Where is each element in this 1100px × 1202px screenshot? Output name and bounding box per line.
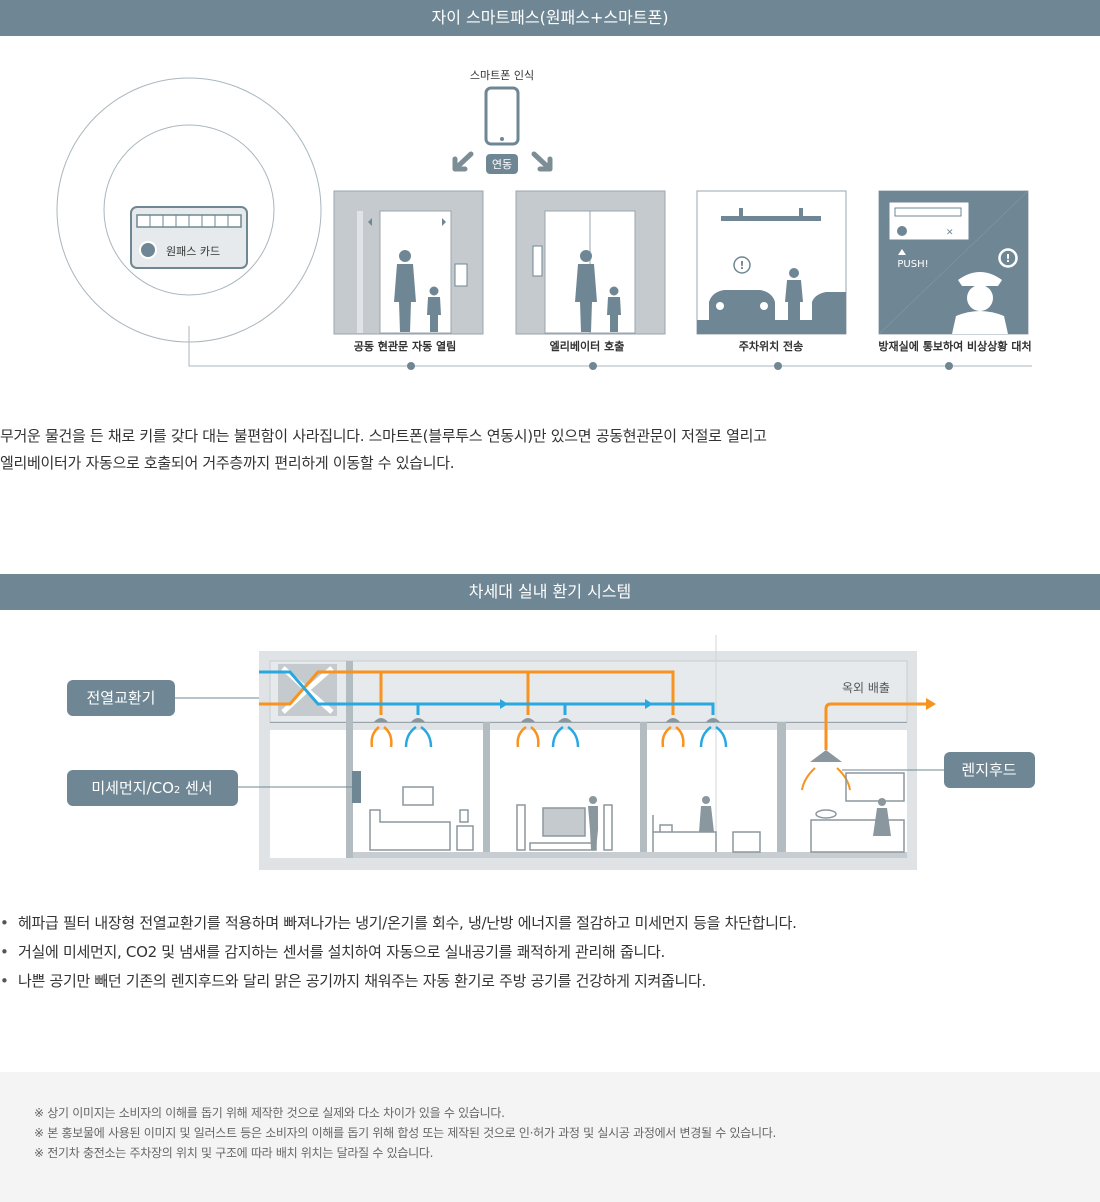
dancing-person-icon <box>588 796 598 850</box>
svg-text:전열교환기: 전열교환기 <box>86 689 155 707</box>
range-hood-label: 렌지후드 <box>944 752 1035 788</box>
svg-text:!: ! <box>1005 252 1010 265</box>
entrance-door-panel <box>333 190 484 335</box>
building-cross-section <box>259 635 917 870</box>
sensor-label: 미세먼지/CO2 센서 <box>67 770 238 806</box>
step-dot-3 <box>774 362 782 370</box>
woman-cooking-icon <box>873 798 891 836</box>
person-stretching-icon <box>699 796 714 832</box>
disclaimer-notes: ※ 상기 이미지는 소비자의 이해를 돕기 위해 제작한 것으로 실제와 다소 … <box>0 1072 1100 1202</box>
air-diffusers <box>374 718 720 722</box>
push-label: PUSH! <box>897 259 928 270</box>
smartphone-icon <box>484 86 520 146</box>
onepass-card-icon <box>130 206 248 269</box>
ventilation-features-list: 헤파급 필터 내장형 전열교환기를 적용하며 빠져나가는 냉기/온기를 회수, … <box>0 909 1100 996</box>
range-hood-icon <box>810 750 842 762</box>
security-panel: ✕ ! <box>878 190 1029 335</box>
description-line-1: 무거운 물건을 든 채로 키를 갖다 대는 불편함이 사라집니다. 스마트폰(블… <box>0 427 767 445</box>
ventilation-diagram: 전열교환기 미세먼지/CO2 센서 렌지후드 옥외 배출 <box>67 635 1035 870</box>
svg-text:✕: ✕ <box>946 228 954 238</box>
connection-line <box>188 326 1032 367</box>
note-1: ※ 상기 이미지는 소비자의 이해를 돕기 위해 제작한 것으로 실제와 다소 … <box>34 1106 505 1120</box>
warm-air-duct <box>259 670 675 715</box>
elevator-panel <box>515 190 666 335</box>
feature-item-2: 거실에 미세먼지, CO2 및 냄새를 감지하는 센서를 설치하여 자동으로 실… <box>0 938 1100 967</box>
arrow-down-left-icon <box>452 151 474 172</box>
flow-arrow-icon <box>645 699 653 709</box>
feature-item-1: 헤파급 필터 내장형 전열교환기를 적용하며 빠져나가는 냉기/온기를 회수, … <box>0 909 1100 938</box>
svg-text:렌지후드: 렌지후드 <box>961 761 1016 779</box>
living-room-furniture-icon <box>369 786 474 851</box>
exhaust-duct <box>824 702 928 750</box>
airflow-arrows-icon <box>370 725 728 748</box>
smartpass-description: 무거운 물건을 든 채로 키를 갖다 대는 불편함이 사라집니다. 스마트폰(블… <box>0 423 1100 477</box>
inner-range-circle <box>103 124 275 296</box>
step-dot-1 <box>407 362 415 370</box>
smartpass-diagram: 원패스 카드 스마트폰 인식 연동 <box>56 69 1032 370</box>
step-caption-1: 공동 현관문 자동 열림 <box>354 339 457 353</box>
step-dot-2 <box>589 362 597 370</box>
heat-exchanger-label: 전열교환기 <box>67 680 175 716</box>
step-caption-3: 주차위치 전송 <box>739 339 804 353</box>
arrow-down-right-icon <box>531 151 553 172</box>
flow-arrow-icon <box>500 699 508 709</box>
link-badge: 연동 <box>486 154 518 174</box>
outdoor-exhaust-label: 옥외 배출 <box>842 681 890 695</box>
exhaust-arrow-icon <box>926 698 936 710</box>
svg-text:!: ! <box>739 259 744 272</box>
description-line-2: 엘리베이터가 자동으로 호출되어 거주층까지 편리하게 이동할 수 있습니다. <box>0 454 455 472</box>
bedroom-furniture-icon <box>652 815 761 853</box>
parking-panel: ! <box>696 190 847 335</box>
svg-text:연동: 연동 <box>492 158 512 171</box>
section-title-smartpass: 자이 스마트패스(원패스+스마트폰) <box>0 0 1100 36</box>
smartphone-label: 스마트폰 인식 <box>470 69 534 82</box>
cool-air-duct <box>259 670 715 715</box>
section-title-ventilation: 차세대 실내 환기 시스템 <box>0 574 1100 610</box>
step-dot-4 <box>945 362 953 370</box>
step-caption-4: 방재실에 통보하여 비상상황 대처 <box>878 339 1031 353</box>
card-label: 원패스 카드 <box>166 245 220 258</box>
note-3: ※ 전기차 충전소는 주차장의 위치 및 구조에 따라 배치 위치는 달라질 수… <box>34 1146 434 1160</box>
svg-text:미세먼지/CO2 센서: 미세먼지/CO2 센서 <box>91 779 212 797</box>
feature-item-3: 나쁜 공기만 빼던 기존의 렌지후드와 달리 맑은 공기까지 채워주는 자동 환… <box>0 967 1100 996</box>
note-2: ※ 본 홍보물에 사용된 이미지 및 일러스트 등은 소비자의 이해를 돕기 위… <box>34 1126 777 1140</box>
kitchen-furniture-icon <box>810 772 905 853</box>
air-quality-sensor-icon <box>352 771 361 803</box>
step-caption-2: 엘리베이터 호출 <box>550 339 625 353</box>
